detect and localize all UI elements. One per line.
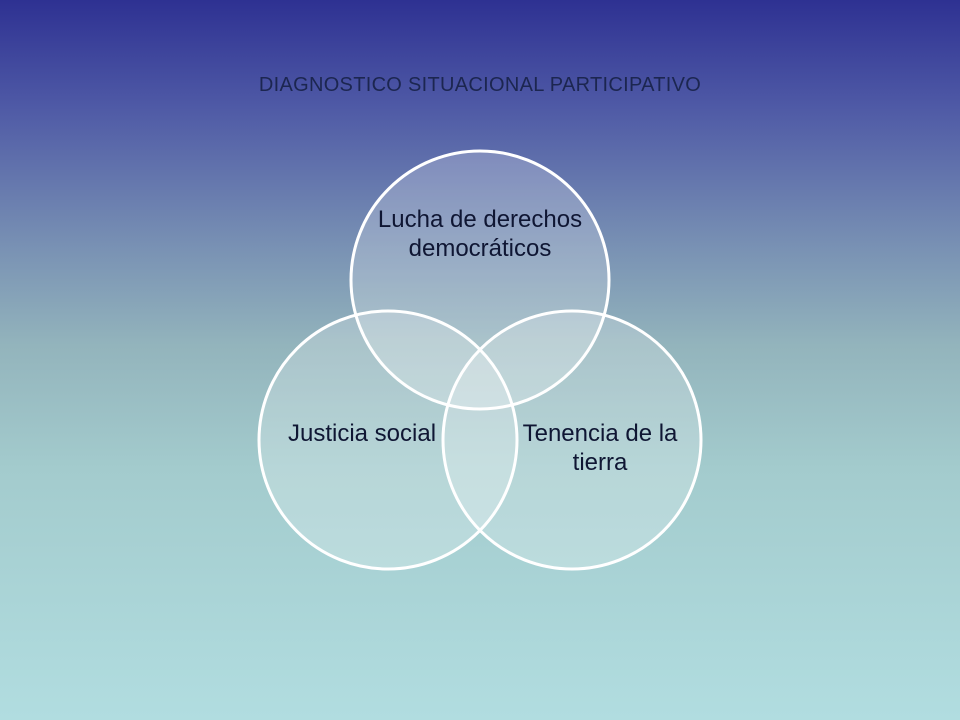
circle-label-top: Lucha de derechos democráticos bbox=[377, 206, 583, 262]
circle-left bbox=[257, 309, 519, 571]
circle-label-right: Tenencia de la tierra bbox=[522, 420, 678, 476]
circle-right bbox=[441, 309, 703, 571]
slide-title: DIAGNOSTICO SITUACIONAL PARTICIPATIVO bbox=[258, 74, 702, 96]
circle-top bbox=[349, 149, 611, 411]
circle-label-left: Justicia social bbox=[287, 420, 437, 447]
